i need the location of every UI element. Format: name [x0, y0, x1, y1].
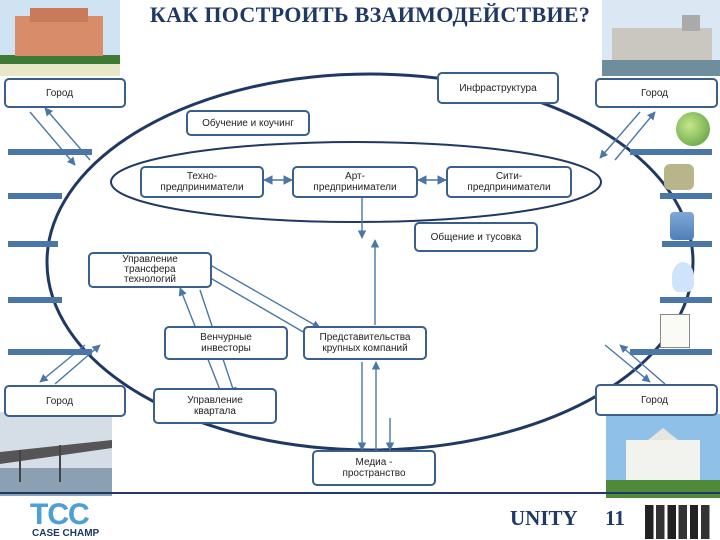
- district-management-box: Управление квартала: [153, 388, 277, 424]
- thin-arrows: [29, 107, 666, 451]
- media-space-box: Медиа - пространство: [312, 450, 436, 486]
- city-box-bottom-right: Город: [595, 384, 718, 416]
- business-people-icon: [645, 505, 715, 539]
- building-photo-left: [0, 0, 120, 76]
- inner-ellipse: [110, 141, 602, 223]
- city-entrepreneurs-box: Сити- предприниматели: [446, 166, 572, 198]
- city-box-top-right: Город: [595, 78, 718, 108]
- university-photo: [606, 414, 720, 498]
- bridge-photo: [0, 412, 112, 496]
- techno-entrepreneurs-box: Техно- предприниматели: [140, 166, 264, 198]
- page-number: 11: [605, 506, 625, 530]
- infrastructure-box: Инфраструктура: [437, 72, 559, 104]
- footer-divider: [0, 492, 720, 494]
- brand-label: UNITY: [510, 506, 578, 530]
- communication-box: Общение и тусовка: [414, 222, 538, 252]
- page-title: КАК ПОСТРОИТЬ ВЗАИМОДЕЙСТВИЕ?: [149, 2, 591, 27]
- right-arrows: [630, 149, 712, 355]
- left-arrows: [8, 149, 92, 355]
- building-photo-right: [602, 0, 720, 76]
- logo-letters: TCC: [30, 498, 90, 531]
- city-box-bottom-left: Город: [4, 385, 126, 417]
- people-icon: [670, 212, 694, 240]
- document-pen-icon: [660, 314, 690, 348]
- globe-gears-icon: [676, 112, 710, 146]
- art-entrepreneurs-box: Арт- предприниматели: [292, 166, 418, 198]
- venture-investors-box: Венчурные инвесторы: [164, 326, 288, 360]
- tech-transfer-box: Управление трансфера технологий: [88, 252, 212, 288]
- logo-subtitle: CASE CHAMP: [32, 528, 100, 539]
- city-box-top-left: Город: [4, 78, 126, 108]
- lightbulb-person-icon: [672, 262, 694, 292]
- corporate-representations-box: Представительства крупных компаний: [303, 326, 427, 360]
- tcc-logo: TCC CASE CHAMP: [18, 498, 128, 540]
- money-stack-icon: [664, 164, 694, 190]
- learning-coaching-box: Обучение и коучинг: [186, 110, 310, 136]
